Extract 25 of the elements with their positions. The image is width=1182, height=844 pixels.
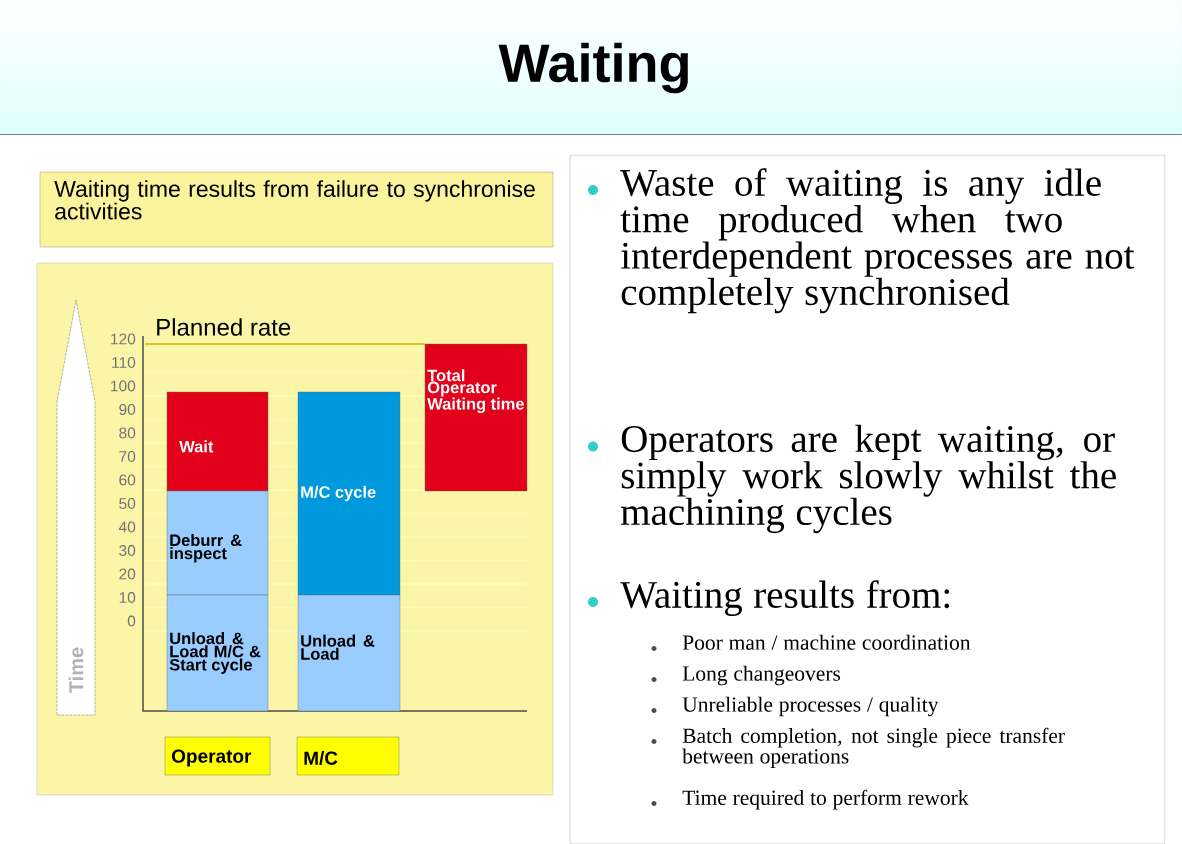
label-box: M/C	[296, 736, 400, 776]
text-panel: Waste of waiting is any idle time produced when two interdependent processes are not completely synchronised Operators are kept waiting, or simply work slowly whilst the machining cycles Waiting results from: Poor man / machine coordination Long changeovers Unreliable processes / quality Batch completion, not single piece transfer between operations Time required to perform rework	[569, 154, 1166, 844]
bar-segment: Total Operator Waiting time	[424, 343, 528, 492]
note-box: Waiting time results from failure to synchronise activities	[39, 171, 554, 248]
tick-label: 0	[127, 615, 136, 627]
title: Waiting	[498, 42, 688, 94]
bar-segment: Wait	[166, 391, 269, 492]
label-box: Operator	[164, 736, 271, 776]
tick-label: 40	[118, 521, 136, 533]
tick-label: 20	[119, 568, 136, 580]
tick-label: 110	[112, 357, 136, 368]
tick-label: 70	[119, 451, 136, 462]
bar-segment: M/C cycle	[297, 391, 401, 596]
bar-segment: Unload & Load M/C & Start cycle	[166, 594, 269, 712]
tick-label: 80	[119, 427, 136, 439]
bar-segment: Unload & Load	[297, 594, 401, 712]
tick-label: 100	[111, 380, 136, 392]
tick-label: 60	[119, 474, 136, 486]
tick-label: 90	[119, 404, 136, 415]
axis-label: Planned rate	[157, 318, 291, 336]
tick-label: 50	[119, 498, 136, 509]
bar-segment: Deburr & inspect	[166, 490, 269, 596]
tick-label: 120	[111, 333, 136, 345]
tick-label: 30	[119, 545, 136, 556]
tick-label: 10	[119, 592, 136, 603]
